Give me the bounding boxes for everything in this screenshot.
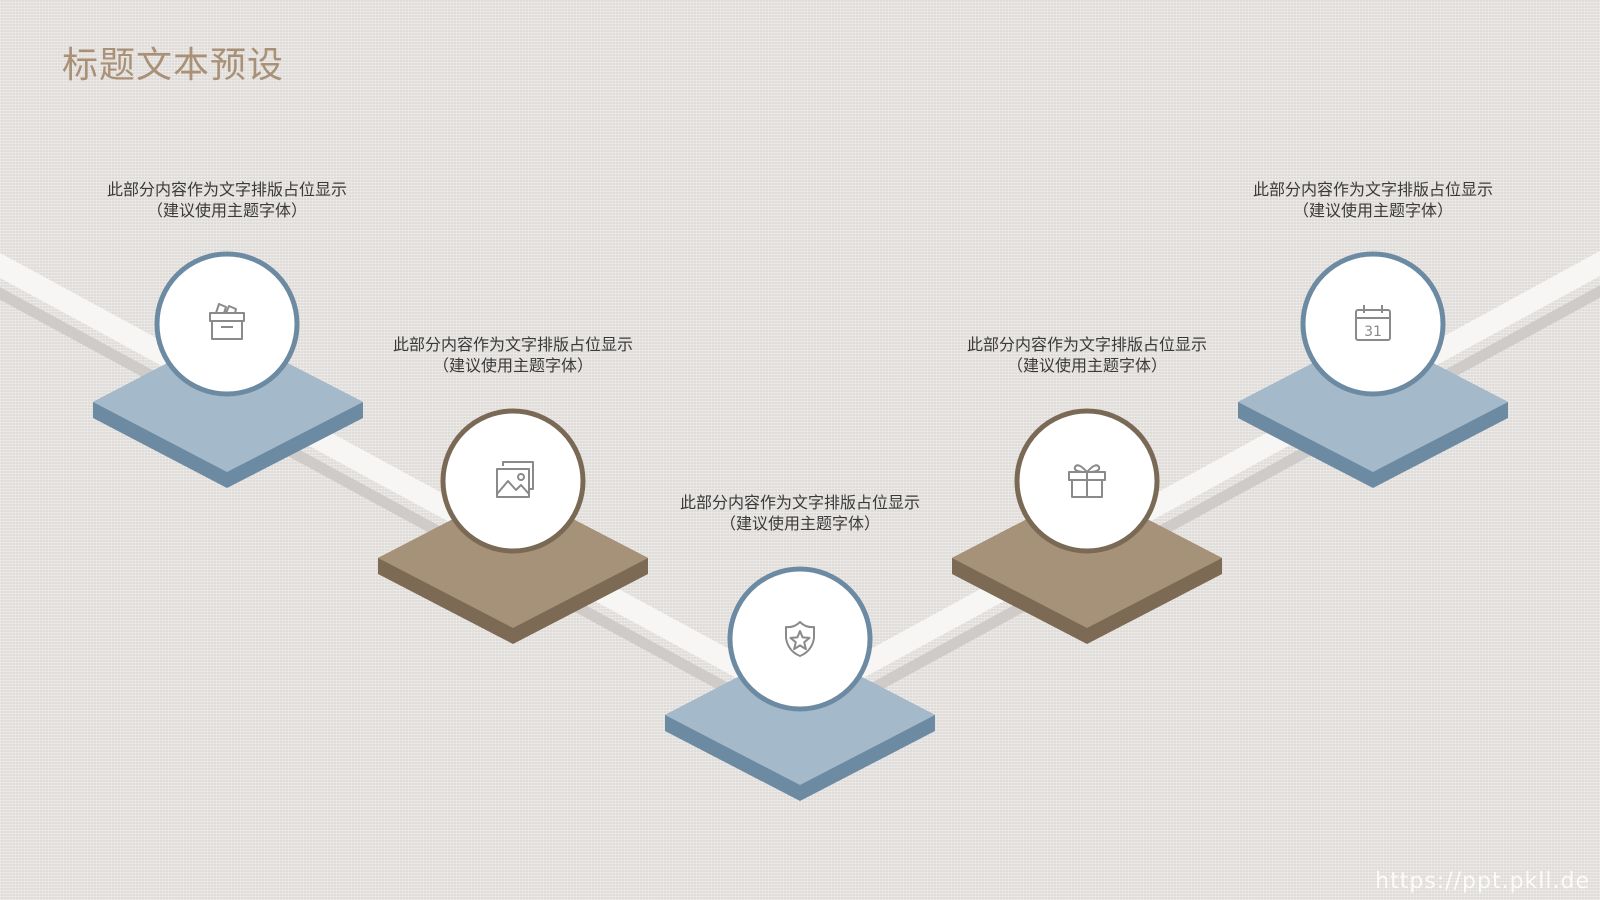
step-3-caption-line2: （建议使用主题字体） [719, 514, 880, 533]
step-5-platform [1238, 332, 1508, 488]
shield-star-icon [785, 621, 815, 657]
image-gallery-icon [496, 461, 534, 498]
step-3-caption-line1: 此部分内容作为文字排版占位显示 [679, 493, 920, 512]
step-3-circle [727, 566, 873, 712]
step-5-caption-line2: （建议使用主题字体） [1292, 201, 1453, 220]
page-title: 标题文本预设 [62, 45, 285, 86]
step-1-caption-line1: 此部分内容作为文字排版占位显示 [106, 180, 347, 199]
archive-box-icon [209, 303, 245, 340]
step-1-platform [93, 332, 363, 488]
calendar-icon [1355, 305, 1391, 341]
step-1-caption: 此部分内容作为文字排版占位显示 （建议使用主题字体） [67, 179, 387, 221]
step-4-caption-line1: 此部分内容作为文字排版占位显示 [966, 335, 1207, 354]
step-2-circle [440, 408, 586, 554]
step-3-caption: 此部分内容作为文字排版占位显示 （建议使用主题字体） [640, 492, 960, 534]
calendar-day-label: 31 [1364, 324, 1382, 340]
step-3-platform [665, 645, 935, 801]
step-2-platform [378, 488, 648, 644]
step-2-caption-line2: （建议使用主题字体） [432, 356, 593, 375]
step-1-circle [154, 251, 300, 397]
step-2-caption: 此部分内容作为文字排版占位显示 （建议使用主题字体） [353, 334, 673, 376]
step-4-caption: 此部分内容作为文字排版占位显示 （建议使用主题字体） [927, 334, 1247, 376]
step-5-circle [1300, 251, 1446, 397]
step-4-caption-line2: （建议使用主题字体） [1006, 356, 1167, 375]
step-5-caption-line1: 此部分内容作为文字排版占位显示 [1252, 180, 1493, 199]
watermark: https://ppt.pkll.de [1375, 869, 1590, 894]
step-5-caption: 此部分内容作为文字排版占位显示 （建议使用主题字体） [1213, 179, 1533, 221]
step-4-platform [952, 488, 1222, 644]
step-2-caption-line1: 此部分内容作为文字排版占位显示 [392, 335, 633, 354]
step-1-caption-line2: （建议使用主题字体） [146, 201, 307, 220]
gift-icon [1068, 464, 1106, 498]
